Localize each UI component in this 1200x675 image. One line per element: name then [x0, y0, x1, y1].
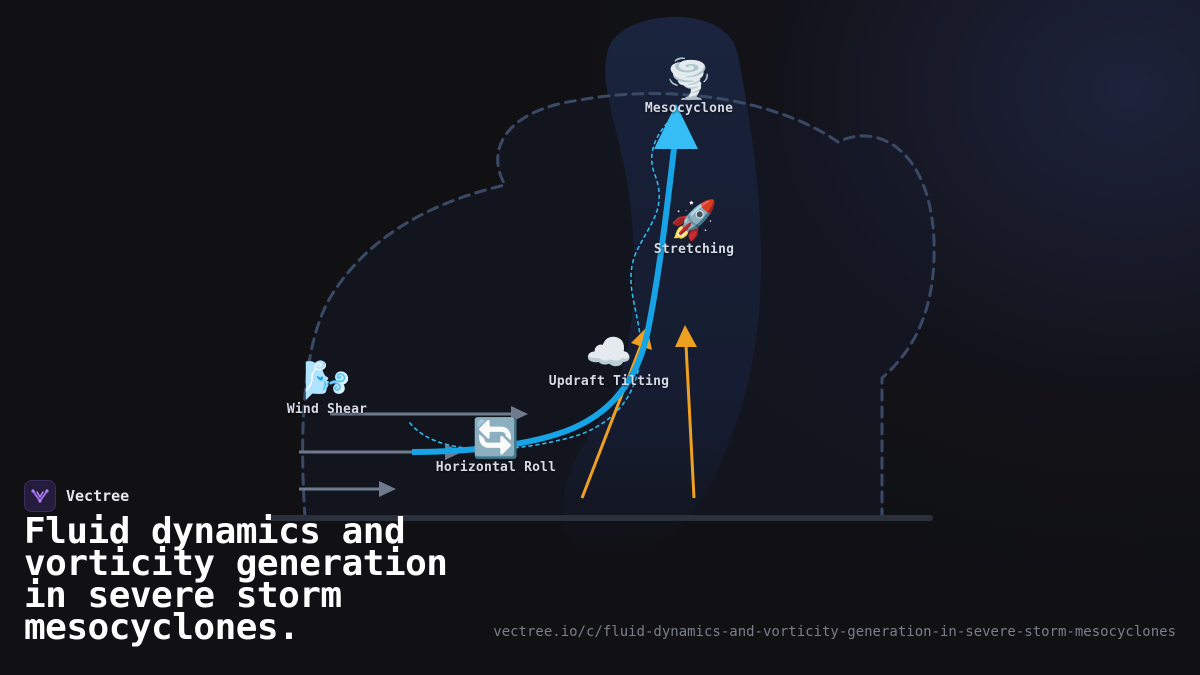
cycle-arrows-icon: 🔄: [472, 416, 520, 460]
vorticity-path: [411, 139, 678, 455]
page-title: Fluid dynamics and vorticity generation …: [24, 511, 448, 648]
mesocyclone-label: Mesocyclone: [644, 101, 734, 116]
horizontal-roll-label: Horizontal Roll: [435, 460, 557, 475]
node-wind-shear: 🌬️ Wind Shear: [287, 359, 367, 417]
updraft-tilting-label: Updraft Tilting: [548, 374, 670, 389]
updraft-arrow-right: [684, 344, 696, 499]
vectree-logo-icon: [24, 480, 56, 512]
wind-shear-label: Wind Shear: [286, 402, 368, 417]
brand-name: Vectree: [66, 487, 130, 505]
wind-icon: 🌬️: [303, 358, 351, 402]
brand: Vectree: [24, 479, 129, 513]
wind-arrow-bottom-head: [379, 481, 396, 497]
page-url: vectree.io/c/fluid-dynamics-and-vorticit…: [493, 624, 1176, 640]
tornado-icon: 🌪️: [665, 57, 713, 101]
rocket-icon: 🚀: [670, 198, 718, 242]
storm-cloud-outline: [301, 92, 936, 520]
stretching-label: Stretching: [653, 242, 735, 257]
wind-shear-arrows: [299, 406, 528, 497]
cloud-icon: ☁️: [585, 330, 633, 374]
node-updraft-tilting: ☁️ Updraft Tilting: [549, 331, 669, 389]
node-horizontal-roll: 🔄 Horizontal Roll: [436, 417, 556, 475]
wind-arrow-top-head: [511, 406, 528, 422]
node-stretching: 🚀 Stretching: [654, 199, 734, 257]
updraft-arrow-right-head: [675, 325, 697, 347]
vorticity-arrow-head: [654, 104, 698, 149]
node-mesocyclone: 🌪️ Mesocyclone: [645, 58, 733, 116]
